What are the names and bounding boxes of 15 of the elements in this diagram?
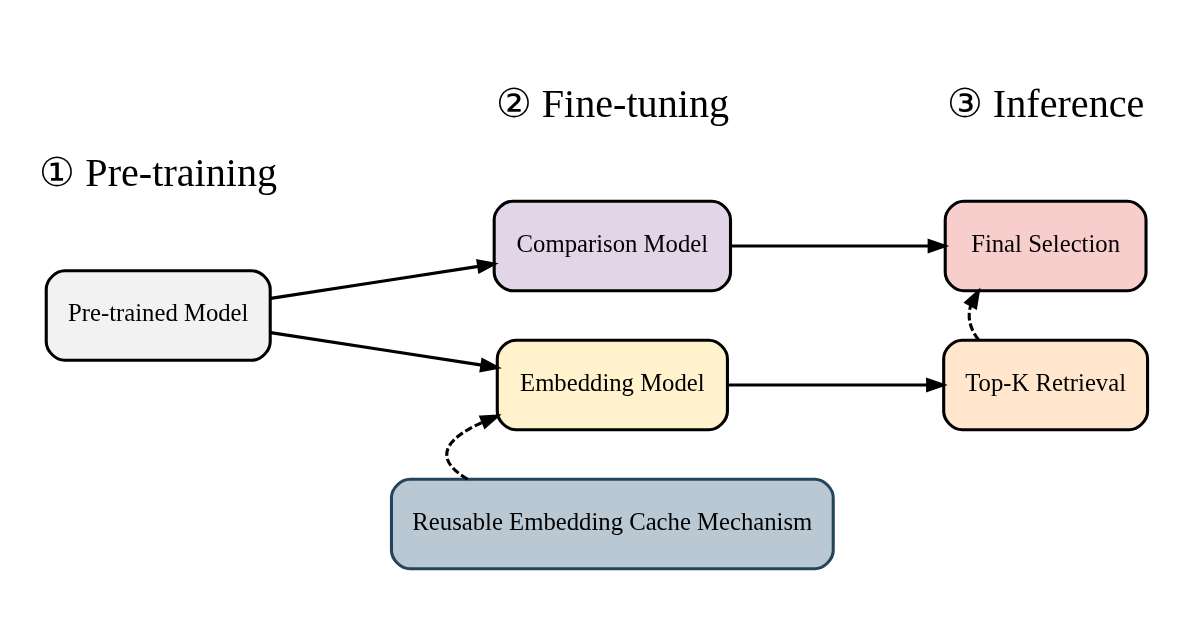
node-box: Reusable Embedding Cache Mechanism xyxy=(389,477,835,570)
node-box: Comparison Model xyxy=(492,199,733,292)
node-box: Final Selection xyxy=(943,199,1148,292)
label: ① Pre-training xyxy=(39,149,278,195)
node-box: Pre-trained Model xyxy=(44,268,272,362)
arrow xyxy=(270,330,502,372)
arrow xyxy=(730,237,950,254)
arrow xyxy=(727,376,948,393)
node-box: Top-K Retrieval xyxy=(942,338,1150,431)
arrow xyxy=(963,286,981,341)
arrow xyxy=(270,258,499,300)
label: ③ Inference xyxy=(946,80,1145,126)
arrow xyxy=(445,413,502,481)
node-box: Embedding Model xyxy=(495,338,729,431)
label: ② Fine-tuning xyxy=(495,80,730,126)
